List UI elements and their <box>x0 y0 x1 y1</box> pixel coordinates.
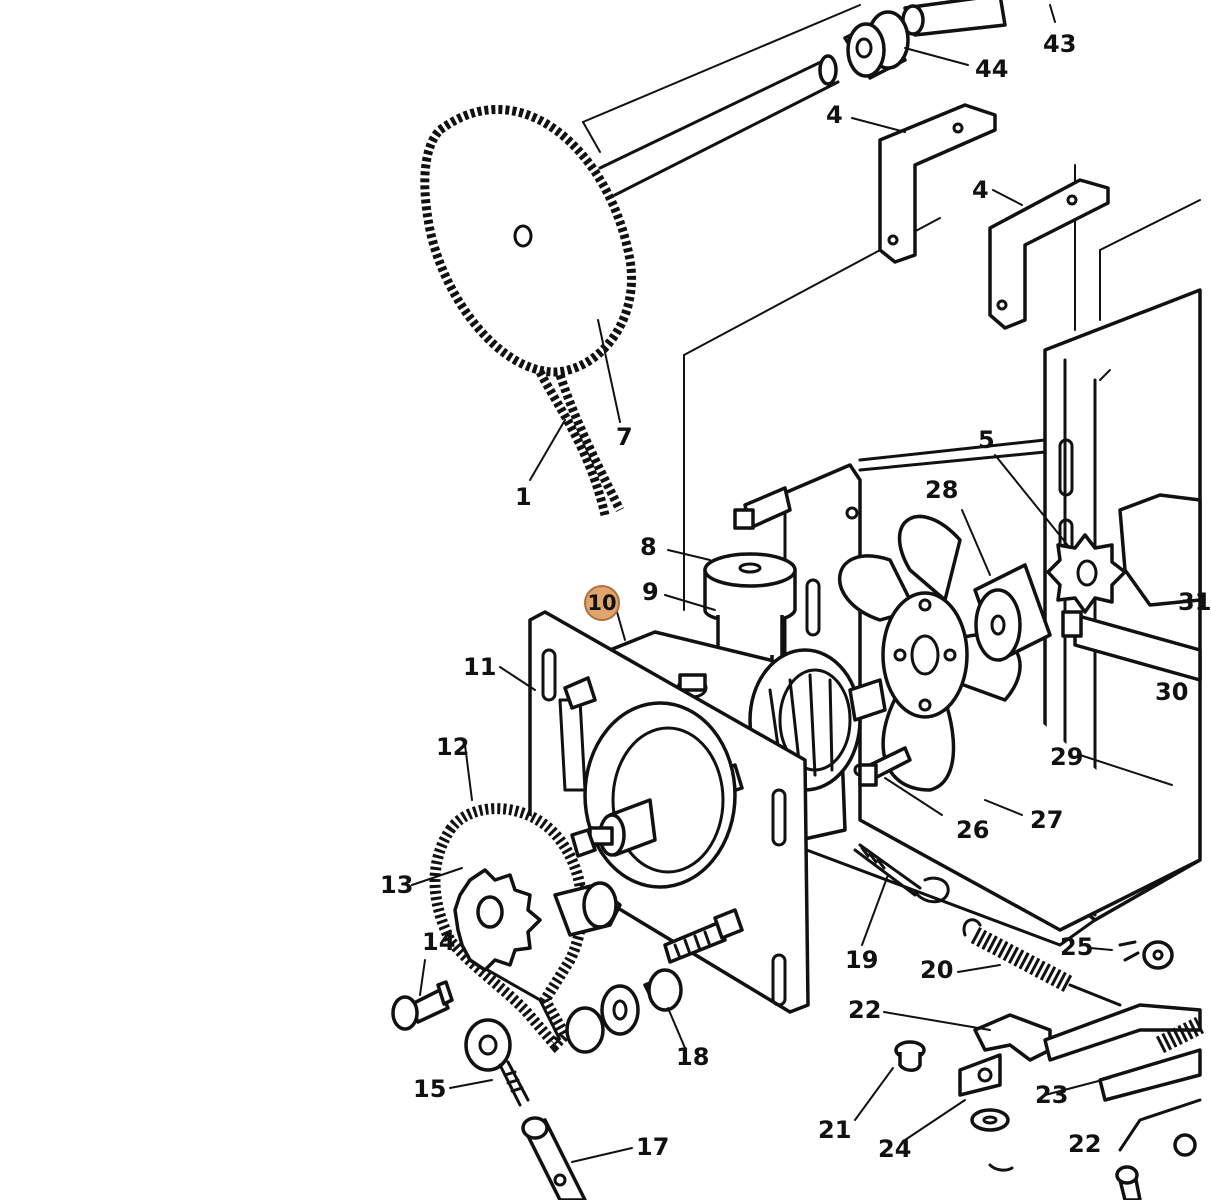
linkage-22-23 <box>958 1003 1205 1157</box>
callout-43: 43 <box>1043 30 1077 58</box>
sprocket-13 <box>453 868 542 972</box>
callout-8: 8 <box>640 533 657 561</box>
callout-22-upper: 22 <box>848 996 882 1024</box>
sprocket-chain <box>420 105 636 517</box>
hub-28 <box>973 563 1052 662</box>
callout-21: 21 <box>818 1116 852 1144</box>
pin-14 <box>391 980 454 1031</box>
callout-28: 28 <box>925 476 959 504</box>
callout-13: 13 <box>380 871 414 899</box>
callout-24: 24 <box>878 1135 912 1163</box>
bearing-44 <box>843 10 910 80</box>
clip <box>988 1163 1142 1200</box>
callout-15: 15 <box>413 1075 447 1103</box>
callout-10-highlighted[interactable]: 10 <box>584 585 620 621</box>
callout-5: 5 <box>978 426 995 454</box>
callout-18: 18 <box>676 1043 710 1071</box>
callout-17: 17 <box>636 1133 670 1161</box>
leader-lines <box>411 4 1173 1163</box>
callout-25: 25 <box>1060 933 1094 961</box>
washer-24 <box>970 1108 1010 1132</box>
washers-18 <box>565 968 683 1054</box>
star-gear-5 <box>1046 533 1127 614</box>
callout-26: 26 <box>956 816 990 844</box>
callout-44: 44 <box>975 55 1009 83</box>
hook-19 <box>853 843 950 904</box>
callout-7: 7 <box>616 423 633 451</box>
eye-bolt-15 <box>464 1018 530 1107</box>
callout-12: 12 <box>436 733 470 761</box>
chassis <box>778 288 1202 947</box>
callout-23: 23 <box>1035 1081 1069 1109</box>
spring-20 <box>962 918 1122 1007</box>
bolt-shaft <box>733 486 792 530</box>
bolt-26 <box>858 746 912 787</box>
callout-14: 14 <box>422 928 456 956</box>
callout-27: 27 <box>1030 806 1064 834</box>
washer-25 <box>1118 940 1174 970</box>
callout-31-partial: 31 <box>1178 588 1211 616</box>
callout-1: 1 <box>515 483 532 511</box>
clevis-17 <box>521 1116 587 1200</box>
callout-19: 19 <box>845 946 879 974</box>
callout-29: 29 <box>1050 743 1084 771</box>
callout-20: 20 <box>920 956 954 984</box>
callout-11: 11 <box>463 653 497 681</box>
coupler <box>1061 493 1202 682</box>
threaded-rod <box>663 908 744 964</box>
bushing-21 <box>894 1040 926 1072</box>
bracket-4-lower <box>988 178 1110 330</box>
callout-4-upper: 4 <box>826 101 843 129</box>
callout-4-lower: 4 <box>972 176 989 204</box>
callout-22-lower: 22 <box>1068 1130 1102 1158</box>
top-shaft <box>598 0 1007 197</box>
tension-arm <box>553 881 622 937</box>
callout-30: 30 <box>1155 678 1189 706</box>
output-hub <box>570 701 737 889</box>
callout-9: 9 <box>642 578 659 606</box>
bracket-4-upper <box>878 103 997 264</box>
fan-27 <box>838 514 1022 792</box>
